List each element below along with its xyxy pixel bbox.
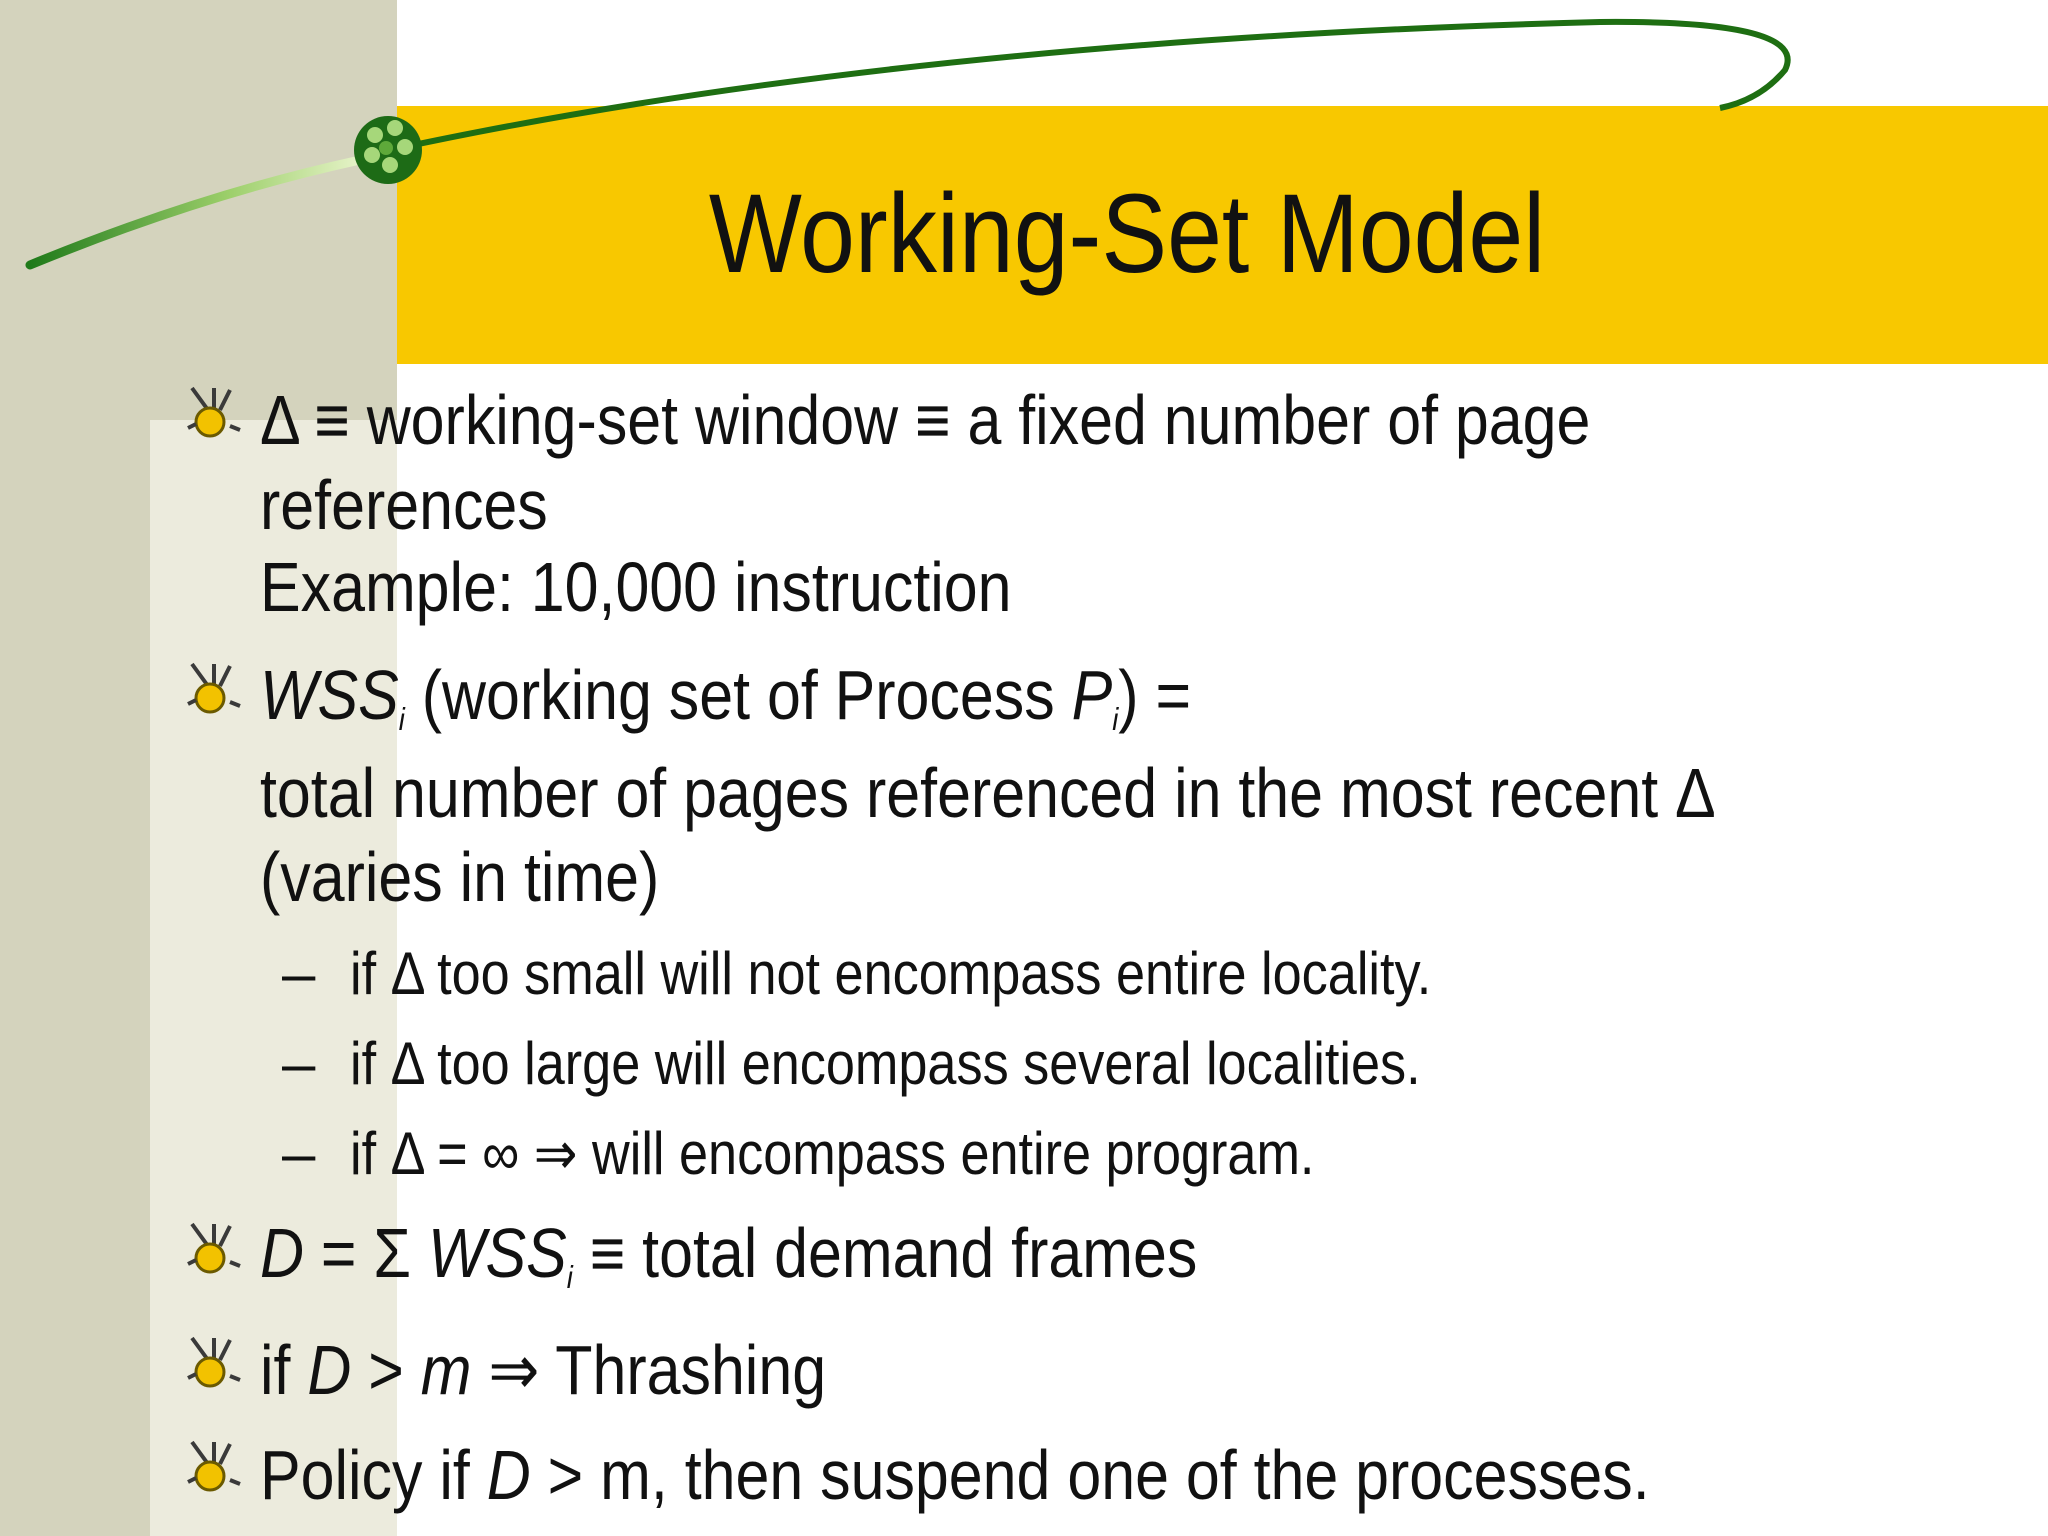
inner-band (150, 420, 397, 1536)
bug-bullet-icon (187, 1440, 241, 1492)
decorative-swoosh (25, 18, 1791, 270)
sub-item-1: if Δ too small will not encompass entire… (350, 940, 1432, 1007)
wss-definition-line: WSSi (working set of Process Pi) = (260, 660, 1191, 736)
bug-bullet-icon (187, 386, 241, 438)
bug-bullet-icon (187, 662, 241, 714)
slide-title: Working-Set Model (708, 171, 1546, 296)
if-text: if (260, 1331, 308, 1409)
bullet-1-line-3: Example: 10,000 instruction (260, 548, 1012, 626)
process-symbol: P (1071, 656, 1113, 734)
gt-text: > (351, 1331, 421, 1409)
bullet-2-line-3: (varies in time) (260, 838, 660, 916)
policy-text: Policy if (260, 1436, 487, 1514)
d-symbol: D (260, 1214, 304, 1292)
d-symbol: D (486, 1436, 531, 1514)
bullet-1-line-1: Δ ≡ working-set window ≡ a fixed number … (260, 381, 1591, 459)
sub-item-3: if Δ = ∞ ⇒ will encompass entire program… (350, 1120, 1315, 1187)
demand-text: ≡ total demand frames (572, 1214, 1198, 1292)
wss-subscript: i (398, 701, 405, 738)
wss-symbol: WSS (260, 656, 399, 734)
thrashing-line: if D > m ⇒ Thrashing (260, 1335, 826, 1405)
bullet-1-line-2: references (260, 466, 548, 544)
sub-dash: – (282, 940, 316, 1007)
bullet-2-line-2: total number of pages referenced in the … (260, 754, 1716, 832)
process-subscript: i (1112, 701, 1119, 738)
wss-subscript: i (566, 1259, 573, 1296)
policy-rest: > m, then suspend one of the processes. (530, 1436, 1650, 1514)
wss-text-a: (working set of Process (404, 656, 1072, 734)
wss-text-b: ) = (1118, 656, 1192, 734)
bug-bullet-icon (187, 1336, 241, 1388)
d-symbol: D (307, 1331, 352, 1409)
demand-formula-line: D = Σ WSSi ≡ total demand frames (260, 1218, 1197, 1294)
thrashing-text: ⇒ Thrashing (471, 1331, 827, 1409)
bug-bullet-icon (187, 1222, 241, 1274)
sub-item-2: if Δ too large will encompass several lo… (350, 1030, 1421, 1097)
policy-line: Policy if D > m, then suspend one of the… (260, 1440, 1650, 1510)
wss-symbol: WSS (427, 1214, 567, 1292)
sum-text: = Σ (303, 1214, 428, 1292)
sub-dash: – (282, 1030, 316, 1097)
sub-dash: – (282, 1120, 316, 1187)
title-bar (397, 106, 2048, 364)
cell-icon (354, 116, 422, 184)
m-symbol: m (420, 1331, 472, 1409)
